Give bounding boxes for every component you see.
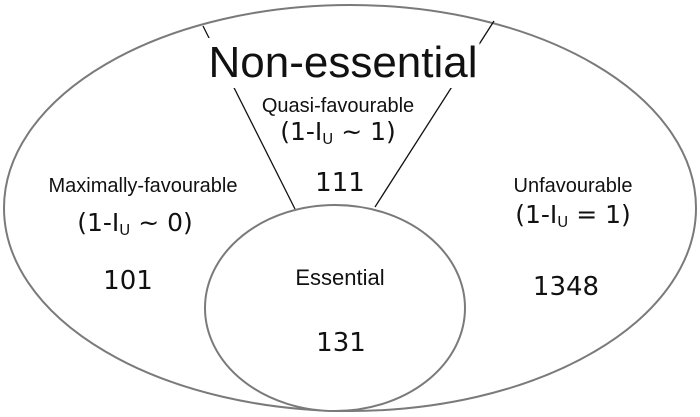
formula-suffix: = 1) <box>568 200 631 229</box>
formula-prefix: (1-I <box>77 208 120 237</box>
formula-prefix: (1-I <box>515 200 558 229</box>
non-essential-title: Non-essential <box>206 38 480 88</box>
quasi-favourable-formula: (1-IU ~ 1) <box>280 117 396 148</box>
maximally-favourable-label: Maximally-favourable <box>48 175 238 197</box>
maximally-favourable-count: 101 <box>103 266 153 296</box>
quasi-favourable-label: Quasi-favourable <box>261 95 415 117</box>
essential-label: Essential <box>295 265 385 290</box>
unfavourable-count: 1348 <box>532 272 600 302</box>
formula-suffix: ~ 0) <box>130 208 193 237</box>
essential-ellipse <box>204 204 466 412</box>
formula-subscript: U <box>119 221 131 239</box>
essential-count: 131 <box>316 328 366 358</box>
formula-subscript: U <box>557 213 569 231</box>
formula-suffix: ~ 1) <box>333 117 396 146</box>
formula-prefix: (1-I <box>280 117 323 146</box>
quasi-favourable-count: 111 <box>315 168 365 198</box>
unfavourable-label: Unfavourable <box>513 175 633 197</box>
unfavourable-formula: (1-IU = 1) <box>515 200 631 231</box>
formula-subscript: U <box>322 130 334 148</box>
maximally-favourable-formula: (1-IU ~ 0) <box>77 208 193 239</box>
